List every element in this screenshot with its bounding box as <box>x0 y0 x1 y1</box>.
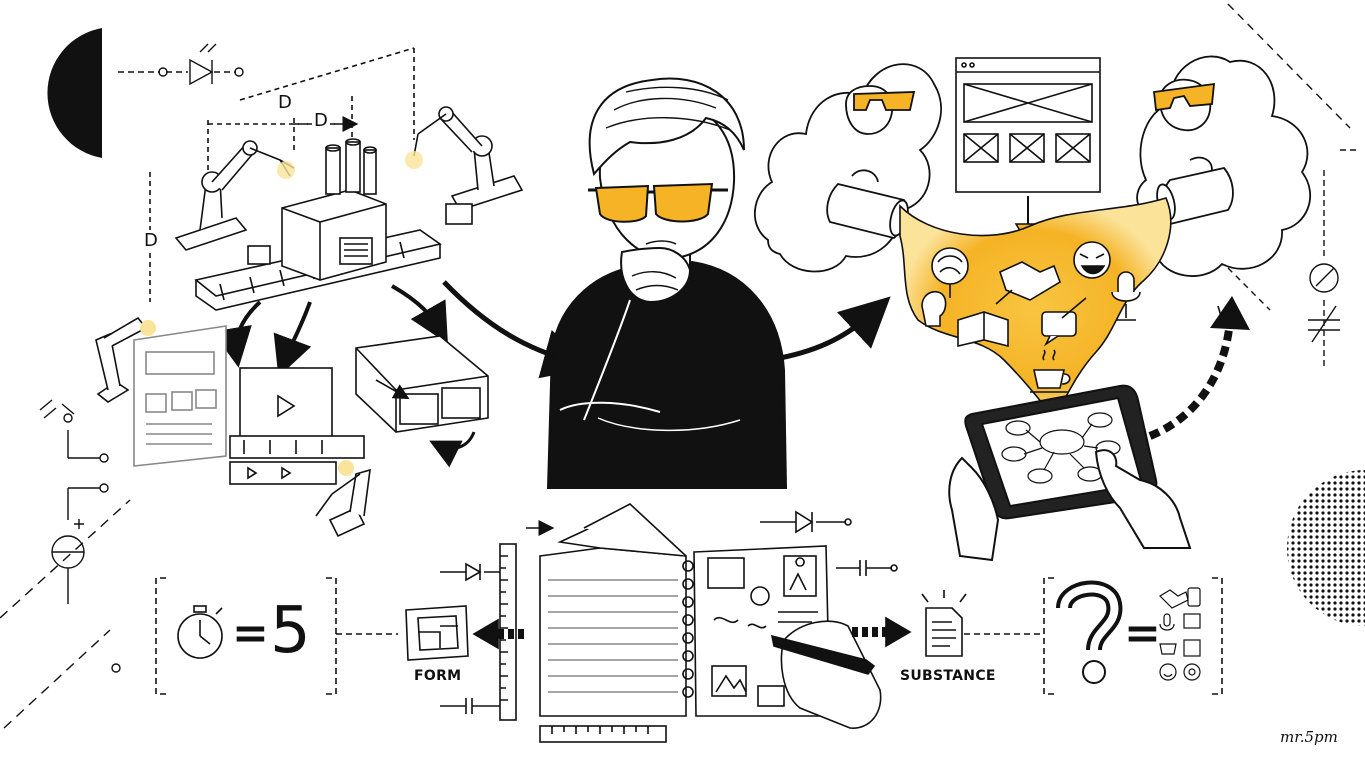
blueprint-icon <box>405 605 469 661</box>
equation-left-frame <box>155 577 398 695</box>
icon-grid <box>1159 587 1201 681</box>
tablet-device <box>948 384 1192 562</box>
listening-head-icon <box>921 290 947 327</box>
coffee-cup-icon <box>1030 349 1071 393</box>
big-arrow-right <box>779 296 891 361</box>
robot-arm-left <box>174 140 295 251</box>
sunglasses-icon <box>588 182 728 223</box>
book-pen-icon <box>957 289 1013 348</box>
laughing-emoji-icon <box>1073 241 1111 279</box>
hand-left <box>948 456 1000 562</box>
video-player-frame <box>229 367 365 485</box>
signature: mr.5pm <box>1280 728 1338 746</box>
cloud-figures <box>753 55 1312 277</box>
ruler-horizontal <box>539 725 667 743</box>
wireframe-box-3d <box>355 335 489 468</box>
wireframe-card <box>955 57 1101 246</box>
voltage-source-icon <box>51 519 85 569</box>
robot-arm-small-left <box>95 316 156 403</box>
wireframe-page <box>133 325 227 467</box>
factory-outputs <box>95 284 489 538</box>
document-icon <box>921 590 967 657</box>
question-mark-icon <box>1056 580 1123 684</box>
microphone-icon <box>1111 271 1141 321</box>
half-circle-shape <box>47 28 102 158</box>
sweater <box>546 260 788 489</box>
chat-pen-icon <box>1041 297 1087 347</box>
chimney <box>325 147 341 195</box>
factory-scene <box>149 47 524 311</box>
content-icons <box>921 241 1225 393</box>
halftone-dot-circle <box>1287 470 1365 626</box>
capacitor-symbol-icon <box>1308 305 1340 343</box>
hair <box>588 77 745 177</box>
dimension-label-top: D <box>276 92 294 113</box>
dimension-label-left: D <box>142 230 160 251</box>
factory-building <box>281 189 387 281</box>
thinking-person <box>442 77 891 489</box>
equation-left-value: 5 <box>270 594 311 668</box>
dimension-label-mid: D <box>312 110 330 131</box>
robot-arm-small-bottom <box>315 460 371 538</box>
meter-symbol-icon <box>1309 263 1339 293</box>
diode-symbol-icon <box>189 43 217 86</box>
mind-map-diagram <box>1001 412 1121 484</box>
substance-label: SUBSTANCE <box>900 668 996 684</box>
equation-left-equals: = <box>232 608 269 659</box>
dashed-arrow-up <box>1148 319 1234 440</box>
notebook-section <box>440 503 912 743</box>
equation-right-equals: = <box>1124 608 1161 659</box>
background-decor <box>0 3 1365 729</box>
equation-right-frame <box>964 577 1223 695</box>
robot-arm-right <box>405 106 524 211</box>
pen <box>770 634 876 675</box>
switch-symbol-icon <box>39 399 75 423</box>
form-label: FORM <box>414 668 462 684</box>
hand-right-pointing <box>1094 449 1192 549</box>
brain-icon <box>931 247 969 298</box>
spiral-binding <box>682 560 694 698</box>
stopwatch-icon <box>177 605 223 659</box>
